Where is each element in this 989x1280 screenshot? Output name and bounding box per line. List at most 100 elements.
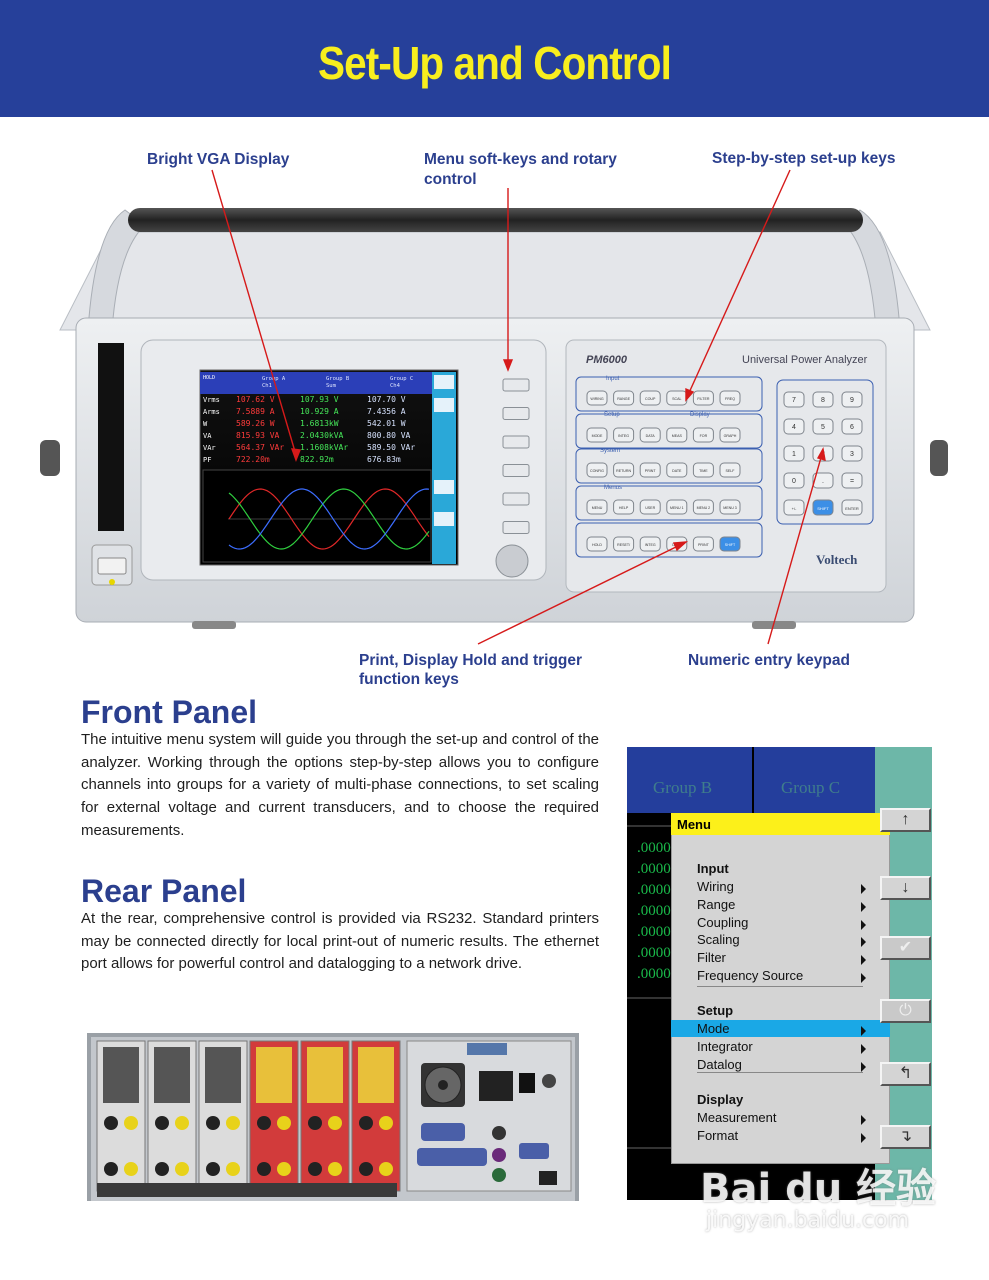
soft-key[interactable]	[502, 492, 530, 506]
function-key[interactable]	[692, 499, 714, 515]
power-switch[interactable]	[97, 557, 127, 575]
menu-item-wiring[interactable]: Wiring	[697, 879, 734, 894]
function-key-label: HELP	[619, 506, 629, 510]
menu-confirm-button[interactable]: ✔	[880, 936, 931, 960]
function-key[interactable]	[639, 499, 661, 515]
numpad-key[interactable]	[783, 418, 805, 435]
submenu-arrow-icon	[861, 901, 866, 912]
function-key[interactable]	[719, 499, 741, 515]
function-key[interactable]	[613, 536, 635, 552]
function-key[interactable]	[639, 427, 661, 443]
watermark-url: jingyan.baidu.com	[706, 1208, 910, 1233]
menu-item-integrator[interactable]: Integrator	[697, 1038, 753, 1054]
function-key[interactable]	[613, 462, 635, 478]
function-key[interactable]	[692, 462, 714, 478]
menu-return-up-button[interactable]: ↰	[880, 1062, 931, 1086]
function-key-label: CONFIG	[590, 469, 604, 473]
function-key-label: MENU 2	[697, 506, 711, 510]
numpad-key[interactable]	[812, 499, 834, 516]
lcd-group-header: Group B	[326, 376, 350, 382]
lcd-value-b: 1.6813kW	[300, 419, 339, 428]
menu-item-format[interactable]: Format	[697, 1127, 739, 1143]
function-key[interactable]	[692, 390, 714, 406]
menu-heading-input: Input	[697, 861, 729, 876]
front-panel-text: The intuitive menu system will guide you…	[81, 731, 599, 839]
key-section-label: System	[600, 448, 620, 454]
menu-item-measurement[interactable]: Measurement	[697, 1110, 777, 1125]
menu-item-datalog[interactable]: Datalog	[697, 1056, 742, 1072]
menu-item-scaling[interactable]: Scaling	[697, 932, 740, 948]
rotary-control[interactable]	[495, 544, 529, 578]
numpad-key[interactable]	[812, 472, 834, 489]
numpad-key[interactable]	[812, 418, 834, 435]
numpad-key[interactable]	[841, 418, 863, 435]
numpad-key[interactable]	[783, 472, 805, 489]
function-key-label: GRAPH	[724, 434, 737, 438]
menu-down-button[interactable]: ↓	[880, 876, 931, 900]
lcd-value-b: 107.93 V	[300, 395, 339, 404]
background-value: .0000	[637, 861, 671, 877]
lcd-group-header: Ch4	[390, 383, 401, 389]
soft-key[interactable]	[502, 464, 530, 477]
menu-item-frequency-source[interactable]: Frequency Source	[697, 968, 804, 983]
numpad-key[interactable]	[783, 499, 805, 516]
callout-menu-line1: Menu soft-keys and rotary	[424, 151, 617, 168]
function-key[interactable]	[639, 462, 661, 478]
function-key[interactable]	[666, 499, 688, 515]
function-key[interactable]	[719, 462, 741, 478]
numpad-key-label: 3	[850, 451, 854, 458]
lcd-value-a: 564.37 VAr	[236, 443, 284, 452]
function-key[interactable]	[586, 462, 608, 478]
function-key[interactable]	[639, 390, 661, 406]
function-key-label: INTEG	[618, 434, 629, 438]
menu-item-coupling[interactable]: Coupling	[697, 914, 749, 930]
soft-key[interactable]	[502, 378, 530, 392]
numpad-key-label: =	[850, 478, 854, 485]
function-key[interactable]	[692, 536, 714, 552]
function-key[interactable]	[586, 499, 608, 515]
function-key[interactable]	[719, 390, 741, 406]
function-key[interactable]	[666, 427, 688, 443]
function-key-label: PRINT	[698, 543, 710, 547]
numpad-key[interactable]	[841, 472, 863, 489]
function-key[interactable]	[586, 536, 608, 552]
numpad-key-label: 0	[792, 478, 796, 485]
function-key[interactable]	[666, 462, 688, 478]
menu-up-button[interactable]: ↑	[880, 808, 931, 832]
function-key[interactable]	[719, 536, 741, 552]
soft-key[interactable]	[502, 521, 530, 534]
menu-item-range[interactable]: Range	[697, 896, 736, 912]
numpad-key[interactable]	[783, 445, 805, 462]
function-key[interactable]	[613, 390, 635, 406]
function-key-label: SELF	[726, 469, 736, 473]
front-panel-heading: Front Panel	[81, 694, 258, 730]
menu-item-mode[interactable]: Mode	[697, 1021, 730, 1036]
numpad-key[interactable]	[841, 499, 863, 516]
numpad-key[interactable]	[841, 391, 863, 408]
lcd-value-c: 589.50 VAr	[367, 443, 415, 452]
menu-power-button[interactable]: ⏻	[880, 999, 931, 1023]
key-section-label: Setup	[604, 412, 620, 418]
function-key[interactable]	[586, 390, 608, 406]
numpad-key[interactable]	[783, 391, 805, 408]
soft-key[interactable]	[502, 407, 530, 420]
soft-key[interactable]	[502, 435, 530, 449]
numpad-key[interactable]	[841, 445, 863, 462]
function-key[interactable]	[613, 427, 635, 443]
function-key[interactable]	[613, 499, 635, 515]
function-key[interactable]	[692, 427, 714, 443]
submenu-arrow-icon	[861, 973, 866, 983]
function-key[interactable]	[719, 427, 741, 443]
numpad-key-label: 9	[850, 397, 854, 404]
menu-item-filter[interactable]: Filter	[697, 950, 726, 966]
function-key[interactable]	[639, 536, 661, 552]
key-section-label: Input	[606, 376, 620, 382]
numpad-key[interactable]	[812, 391, 834, 408]
lcd-row-label: VAr	[203, 444, 216, 452]
function-key[interactable]	[586, 427, 608, 443]
menu-return-down-button[interactable]: ↴	[880, 1125, 931, 1149]
menu-heading-display: Display	[697, 1092, 744, 1107]
menu-heading-setup: Setup	[697, 1003, 734, 1018]
model-label: PM6000	[586, 354, 628, 366]
lcd-row-label: Vrms	[203, 396, 220, 404]
